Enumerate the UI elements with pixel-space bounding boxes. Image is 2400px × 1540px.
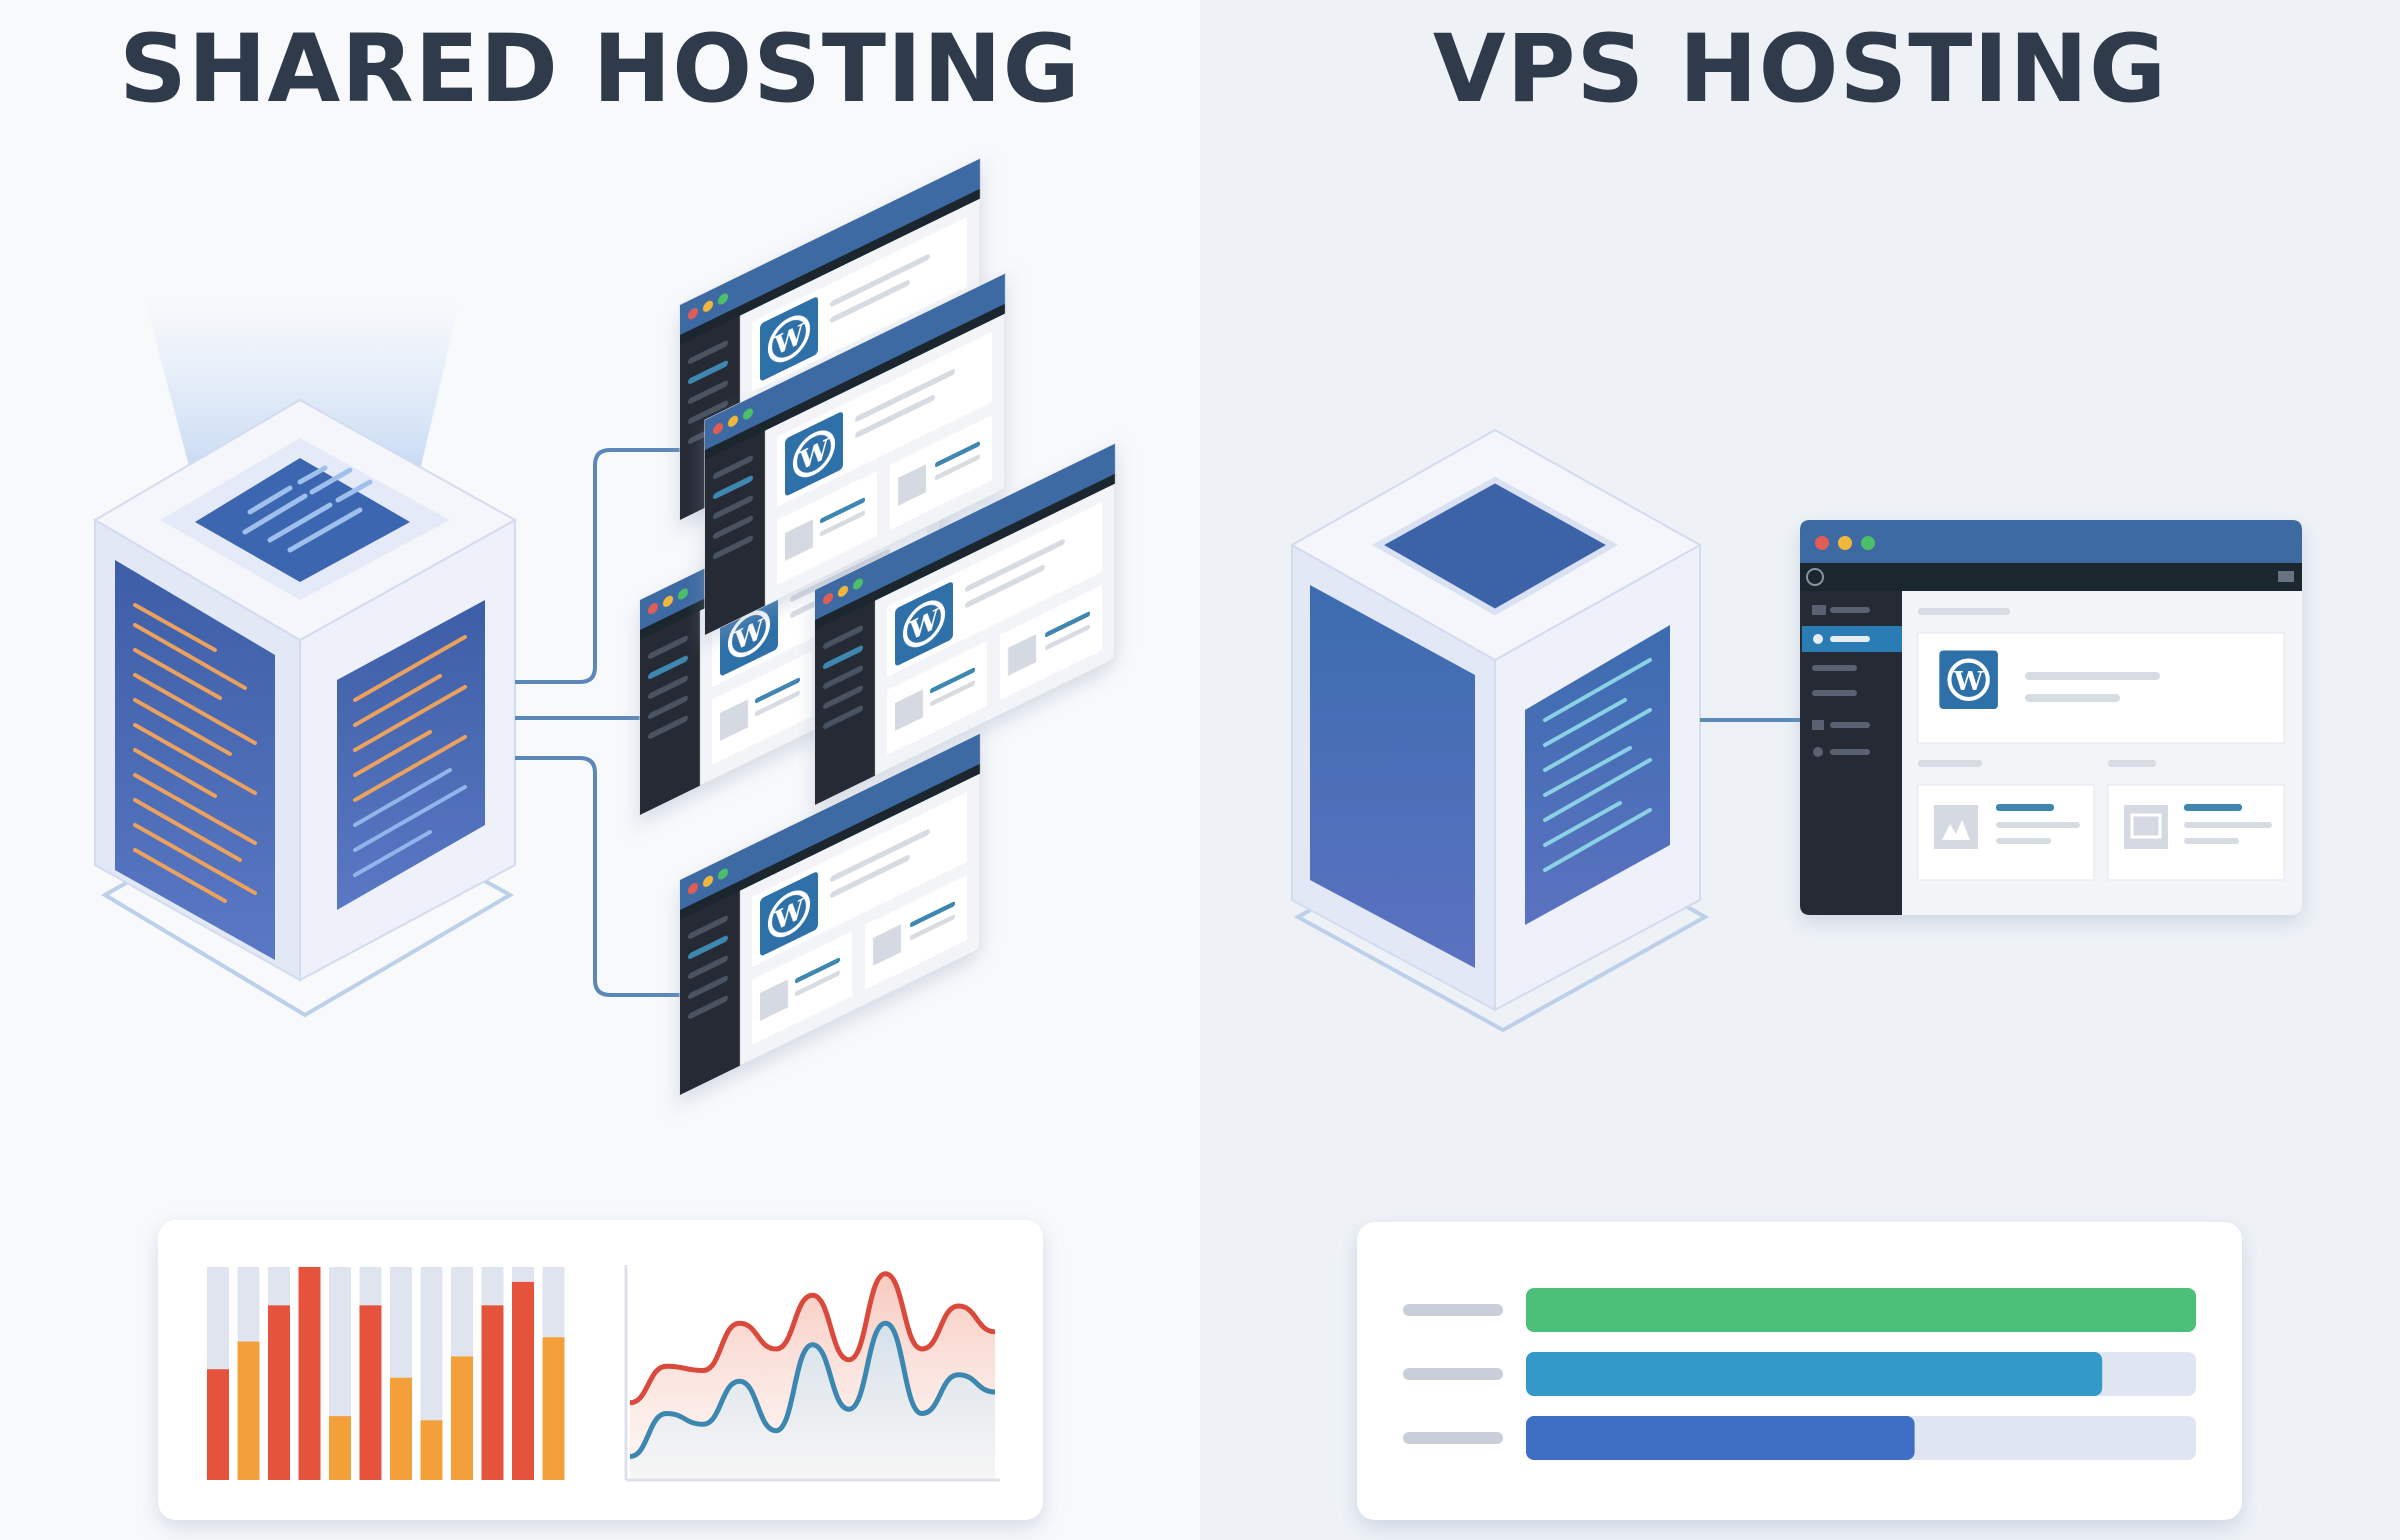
- usage-bar: [481, 1305, 504, 1480]
- usage-bar: [542, 1337, 565, 1480]
- traffic-lines: [629, 1271, 996, 1478]
- shared-connectors: [515, 448, 680, 997]
- usage-bar: [329, 1416, 351, 1480]
- shared-hosting-title: SHARED HOSTING: [119, 15, 1081, 124]
- vps-hosting-title: VPS HOSTING: [1432, 15, 2168, 124]
- resource-label-placeholder: [1403, 1304, 1503, 1316]
- image-icon: [1934, 805, 1978, 849]
- server-side-panel-right: [337, 600, 485, 910]
- resource-bars: [1403, 1288, 2196, 1460]
- vps-side-panel-left: [1310, 585, 1475, 968]
- vps-side-panel-right: [1525, 625, 1670, 925]
- resource-bar: [1526, 1288, 2196, 1332]
- traffic-area-blue: [630, 1323, 995, 1478]
- usage-bar: [420, 1420, 443, 1480]
- resource-label-placeholder: [1403, 1368, 1503, 1380]
- vps-site-window: [1800, 520, 2302, 915]
- usage-bar: [207, 1369, 229, 1480]
- resource-bar: [1526, 1416, 1915, 1460]
- usage-bar: [359, 1305, 382, 1480]
- usage-bar: [390, 1377, 412, 1480]
- server-glow-beam: [145, 300, 460, 470]
- vps-server: [1289, 428, 1710, 1033]
- usage-bar: [512, 1281, 534, 1480]
- usage-bars: [207, 1267, 565, 1480]
- usage-bar: [237, 1341, 260, 1480]
- traffic-line-blue: [629, 1320, 996, 1459]
- traffic-line-red: [629, 1271, 996, 1406]
- resource-bar: [1526, 1352, 2103, 1396]
- resource-label-placeholder: [1403, 1432, 1503, 1444]
- vps-top-screen: [1371, 476, 1619, 616]
- usage-bar: [298, 1267, 321, 1480]
- usage-bar: [451, 1356, 473, 1480]
- usage-bar: [268, 1305, 290, 1480]
- shared-server: [93, 300, 518, 1018]
